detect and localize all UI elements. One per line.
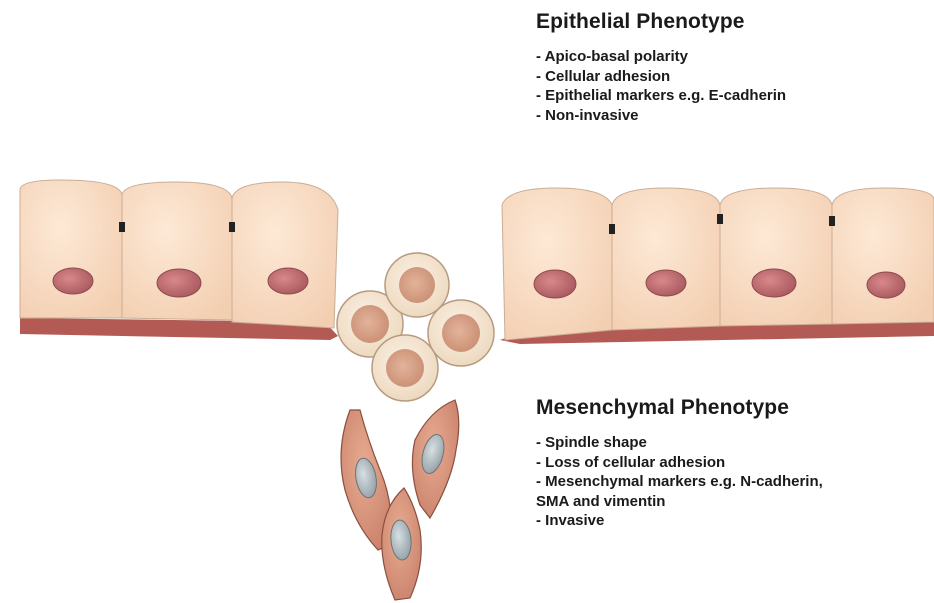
epithelial-cells-left <box>20 180 338 328</box>
epithelial-cell <box>720 188 832 326</box>
mesenchymal-heading: Mesenchymal Phenotype <box>536 396 823 420</box>
epithelial-cells-right <box>502 188 934 340</box>
round-cell <box>428 300 494 366</box>
cell-junction <box>119 222 125 232</box>
nucleus <box>534 270 576 298</box>
cell-junction <box>609 224 615 234</box>
epithelial-bullet: - Cellular adhesion <box>536 67 786 87</box>
cell-junction <box>829 216 835 226</box>
mesenchymal-phenotype-block: Mesenchymal Phenotype - Spindle shape - … <box>536 396 823 531</box>
nucleus <box>867 272 905 298</box>
epithelial-cell <box>232 182 338 328</box>
epithelial-phenotype-block: Epithelial Phenotype - Apico-basal polar… <box>536 10 786 125</box>
round-cell <box>372 335 438 401</box>
epithelial-cell <box>502 188 612 340</box>
epithelial-bullet: - Epithelial markers e.g. E-cadherin <box>536 86 786 106</box>
epithelial-cell <box>832 188 934 324</box>
epithelial-bullet: - Apico-basal polarity <box>536 47 786 67</box>
nucleus <box>752 269 796 297</box>
mesenchymal-bullet: - Invasive <box>536 511 823 531</box>
epithelial-cell <box>612 188 720 330</box>
nucleus <box>268 268 308 294</box>
epithelial-heading: Epithelial Phenotype <box>536 10 786 34</box>
mesenchymal-bullet: - Mesenchymal markers e.g. N-cadherin, <box>536 472 823 492</box>
nucleus <box>646 270 686 296</box>
cell-junction <box>229 222 235 232</box>
epithelial-cell <box>20 180 122 318</box>
nucleus <box>157 269 201 297</box>
cell-junction <box>717 214 723 224</box>
epithelial-bullet: - Non-invasive <box>536 106 786 126</box>
mesenchymal-bullet: - Loss of cellular adhesion <box>536 453 823 473</box>
mesenchymal-cells <box>341 400 459 600</box>
nucleus <box>53 268 93 294</box>
spindle-cell <box>412 400 458 518</box>
detaching-cells <box>337 253 494 401</box>
mesenchymal-bullet: SMA and vimentin <box>536 492 823 512</box>
mesenchymal-bullet: - Spindle shape <box>536 433 823 453</box>
epithelial-cell <box>122 182 232 320</box>
